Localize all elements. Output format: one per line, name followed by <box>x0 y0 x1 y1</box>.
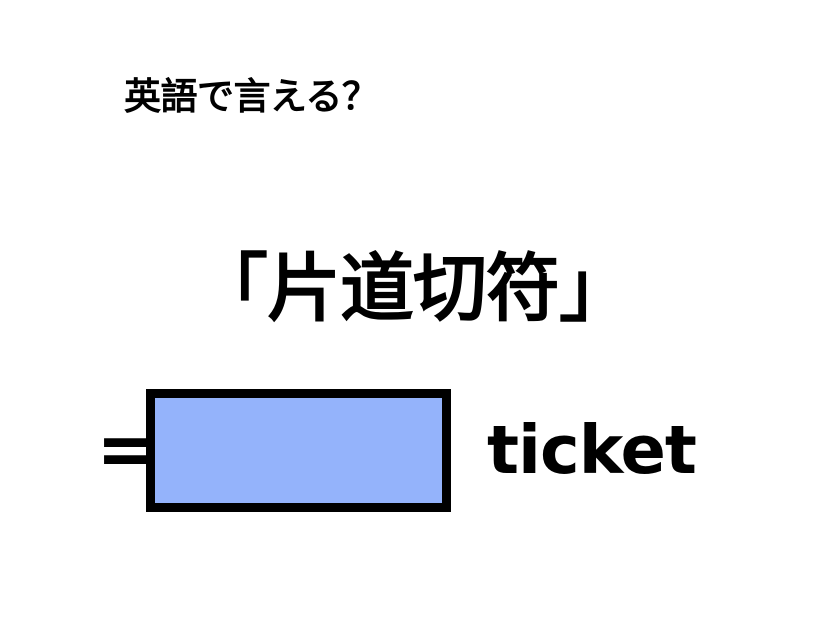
blank-answer-box[interactable] <box>146 389 451 512</box>
answer-word-ticket: ticket <box>487 411 697 489</box>
equals-sign: = <box>96 403 160 493</box>
answer-row: = ticket <box>0 389 826 512</box>
prompt-heading: 英語で言える？ <box>124 75 379 118</box>
japanese-term: 「片道切符」 <box>194 246 633 332</box>
